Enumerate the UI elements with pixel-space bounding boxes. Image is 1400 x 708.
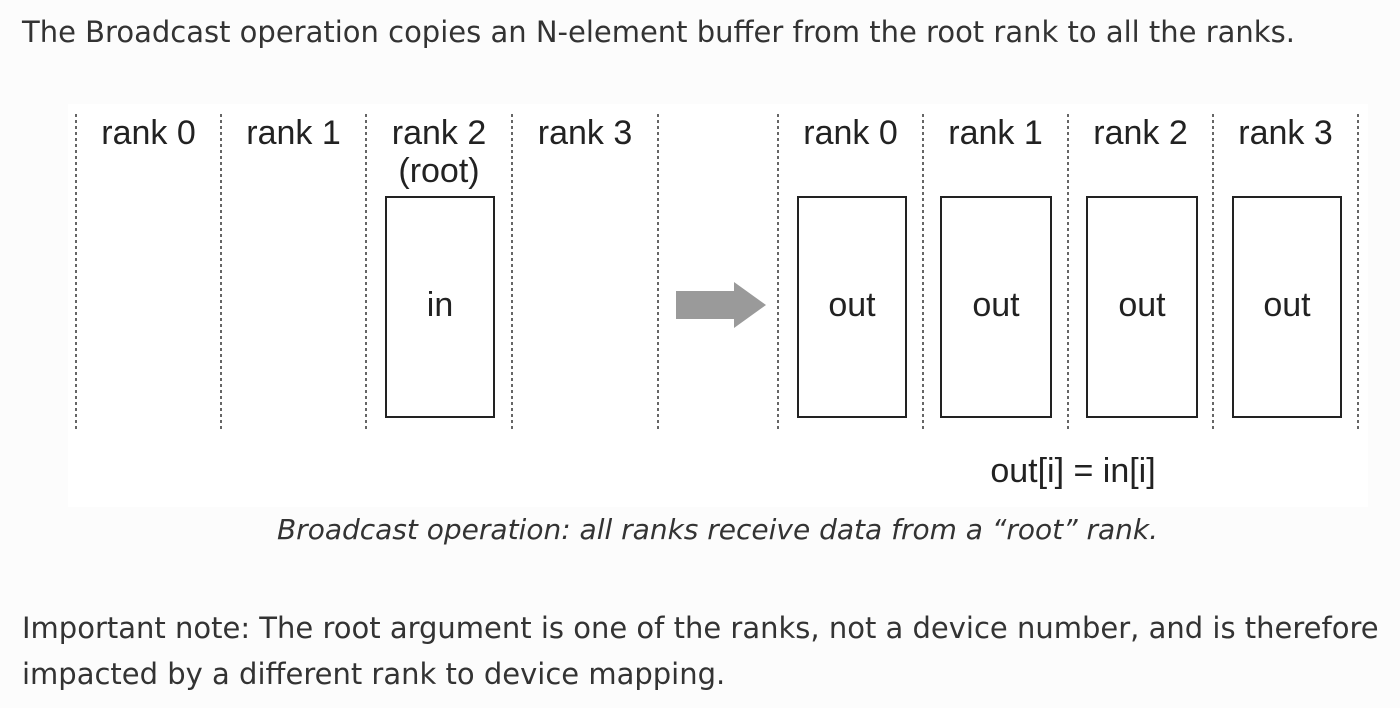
- out-rank-2-label: rank 2: [1093, 114, 1188, 152]
- out-buffer-1-label: out: [972, 286, 1020, 324]
- in-buffer: [385, 196, 495, 418]
- out-rank-3-label: rank 3: [1238, 114, 1333, 152]
- root-label: (root): [398, 152, 480, 190]
- out-buffer-3-label: out: [1263, 286, 1311, 324]
- figure-caption: Broadcast operation: all ranks receive d…: [276, 513, 1159, 546]
- intro-paragraph: The Broadcast operation copies an N-elem…: [22, 15, 1295, 49]
- formula-label: out[i] = in[i]: [990, 452, 1156, 490]
- diagram-graphics: [75, 114, 1359, 432]
- out-rank-1-label: rank 1: [948, 114, 1043, 152]
- rank-2-label: rank 2: [391, 114, 487, 152]
- rank-1-label: rank 1: [246, 114, 341, 152]
- out-buffer-0-label: out: [828, 286, 876, 324]
- rank-3-label: rank 3: [537, 114, 633, 152]
- right-arrow-icon: [676, 282, 766, 328]
- important-note: Important note: The root argument is one…: [22, 611, 1379, 691]
- out-buffer-2: [1086, 196, 1198, 418]
- out-buffer-1: [940, 196, 1052, 418]
- out-buffer-0: [797, 196, 907, 418]
- rank-0-label: rank 0: [101, 114, 196, 152]
- in-buffer-label: in: [426, 286, 454, 324]
- out-rank-0-label: rank 0: [803, 114, 898, 152]
- broadcast-diagram: rank 0 rank 1 rank 2 (root) rank 3 in ra…: [68, 104, 1368, 507]
- out-buffer-2-label: out: [1118, 286, 1166, 324]
- out-buffer-3: [1232, 196, 1342, 418]
